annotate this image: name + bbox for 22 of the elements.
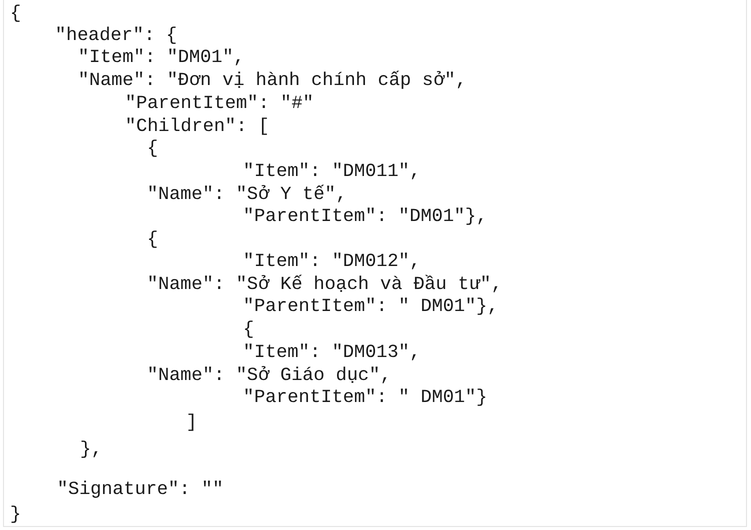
code-line: "Item": "DM012", [243, 251, 421, 273]
code-line: "Item": "DM01", [78, 47, 245, 69]
code-line: { [10, 3, 22, 25]
code-line: { [243, 319, 254, 341]
code-line: { [147, 229, 158, 251]
code-line: "ParentItem": " DM01"} [243, 387, 488, 409]
code-line: }, [80, 439, 102, 461]
code-line: "ParentItem": "DM01"}, [243, 206, 488, 228]
code-line: "Name": "Sở Y tế", [147, 184, 347, 206]
code-line: } [10, 504, 22, 526]
code-line: "header": { [55, 25, 178, 47]
code-line: { [147, 138, 158, 160]
code-line: "Signature": "" [57, 479, 224, 501]
code-line: "ParentItem": " DM01"}, [243, 296, 498, 318]
code-line: "Name": "Sở Kế hoạch và Đầu tư", [147, 274, 502, 296]
code-line: "Item": "DM013", [243, 342, 421, 364]
code-line: "Name": "Đơn vị hành chính cấp sở", [78, 70, 467, 92]
code-line: "Children": [ [125, 116, 270, 138]
code-line: "ParentItem": "#" [125, 93, 314, 115]
code-line: "Item": "DM011", [243, 161, 421, 183]
code-line: ] [186, 412, 198, 434]
code-line: "Name": "Sở Giáo dục", [147, 365, 392, 387]
